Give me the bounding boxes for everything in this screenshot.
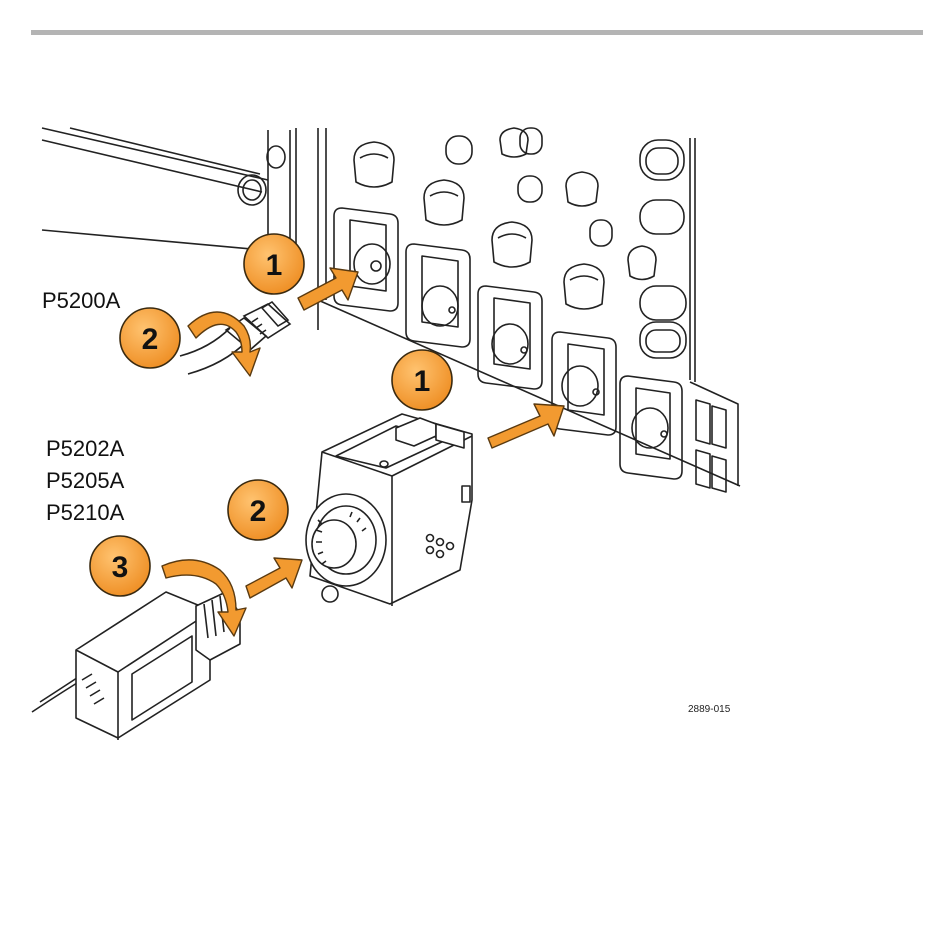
step-callout-bottom-3: 3 xyxy=(90,536,150,596)
step-callout-bottom-1: 1 xyxy=(392,350,452,410)
step-number: 2 xyxy=(250,495,267,528)
label-p5202a: P5202A xyxy=(46,436,124,462)
bottom-insert-arrow xyxy=(488,404,564,448)
probe-cable-adapter xyxy=(32,592,240,740)
step-callout-top-2: 2 xyxy=(120,308,180,368)
rotation-arrows xyxy=(162,312,260,636)
label-p5210a: P5210A xyxy=(46,500,124,526)
adapter-insert-arrow xyxy=(246,558,302,598)
step-callout-bottom-2: 2 xyxy=(228,480,288,540)
figure-code: 2889-015 xyxy=(688,704,730,715)
step-callout-top-1: 1 xyxy=(244,234,304,294)
step-number: 1 xyxy=(266,249,283,282)
label-p5205a: P5205A xyxy=(46,468,124,494)
step-number: 1 xyxy=(414,365,431,398)
step-number: 2 xyxy=(142,323,159,356)
label-p5200a: P5200A xyxy=(42,288,120,314)
step-number: 3 xyxy=(112,551,129,584)
p5202a-probe-body xyxy=(306,414,472,606)
